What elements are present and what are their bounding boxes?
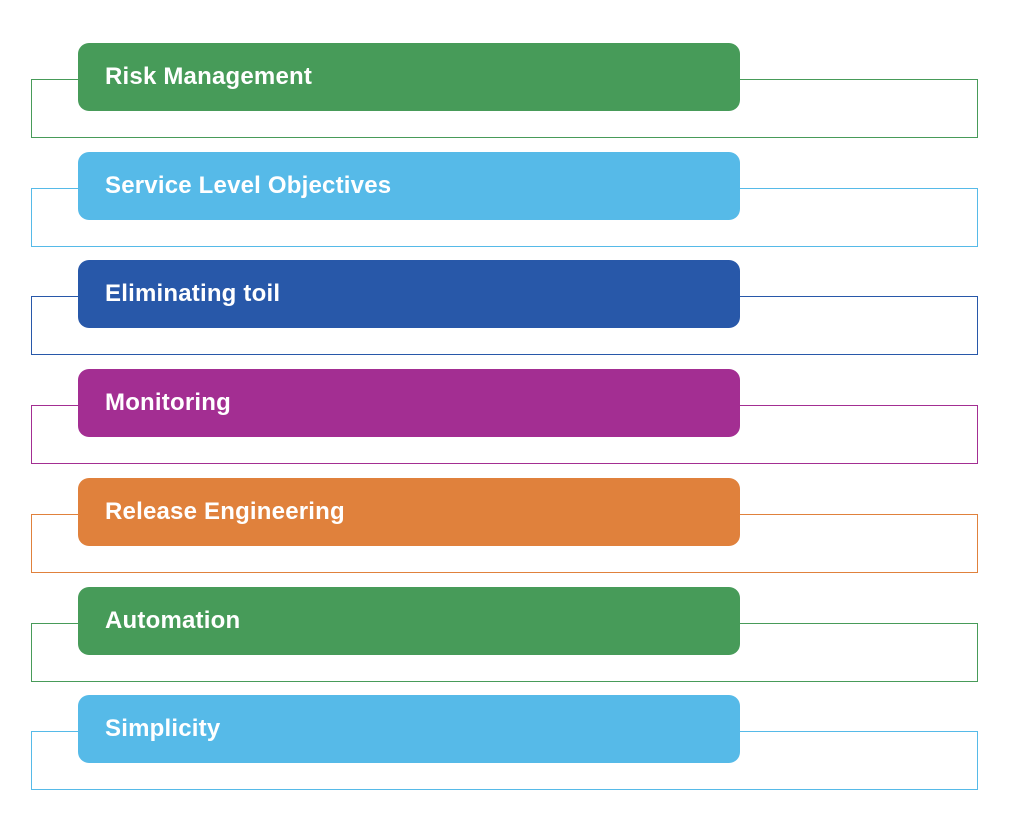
item-bar: Eliminating toil	[78, 260, 740, 328]
item-label: Simplicity	[105, 715, 221, 742]
list-item: Release Engineering	[31, 478, 978, 573]
item-label: Service Level Objectives	[105, 172, 392, 199]
item-bar: Monitoring	[78, 369, 740, 437]
item-bar: Automation	[78, 587, 740, 655]
list-item: Eliminating toil	[31, 260, 978, 355]
list-item: Monitoring	[31, 369, 978, 464]
item-label: Monitoring	[105, 389, 231, 416]
item-bar: Release Engineering	[78, 478, 740, 546]
list-item: Risk Management	[31, 43, 978, 138]
item-label: Release Engineering	[105, 498, 345, 525]
list-item: Simplicity	[31, 695, 978, 790]
item-label: Eliminating toil	[105, 280, 281, 307]
list-item: Service Level Objectives	[31, 152, 978, 247]
item-label: Risk Management	[105, 63, 313, 90]
item-bar: Simplicity	[78, 695, 740, 763]
item-bar: Risk Management	[78, 43, 740, 111]
item-bar: Service Level Objectives	[78, 152, 740, 220]
list-item: Automation	[31, 587, 978, 682]
item-label: Automation	[105, 607, 241, 634]
